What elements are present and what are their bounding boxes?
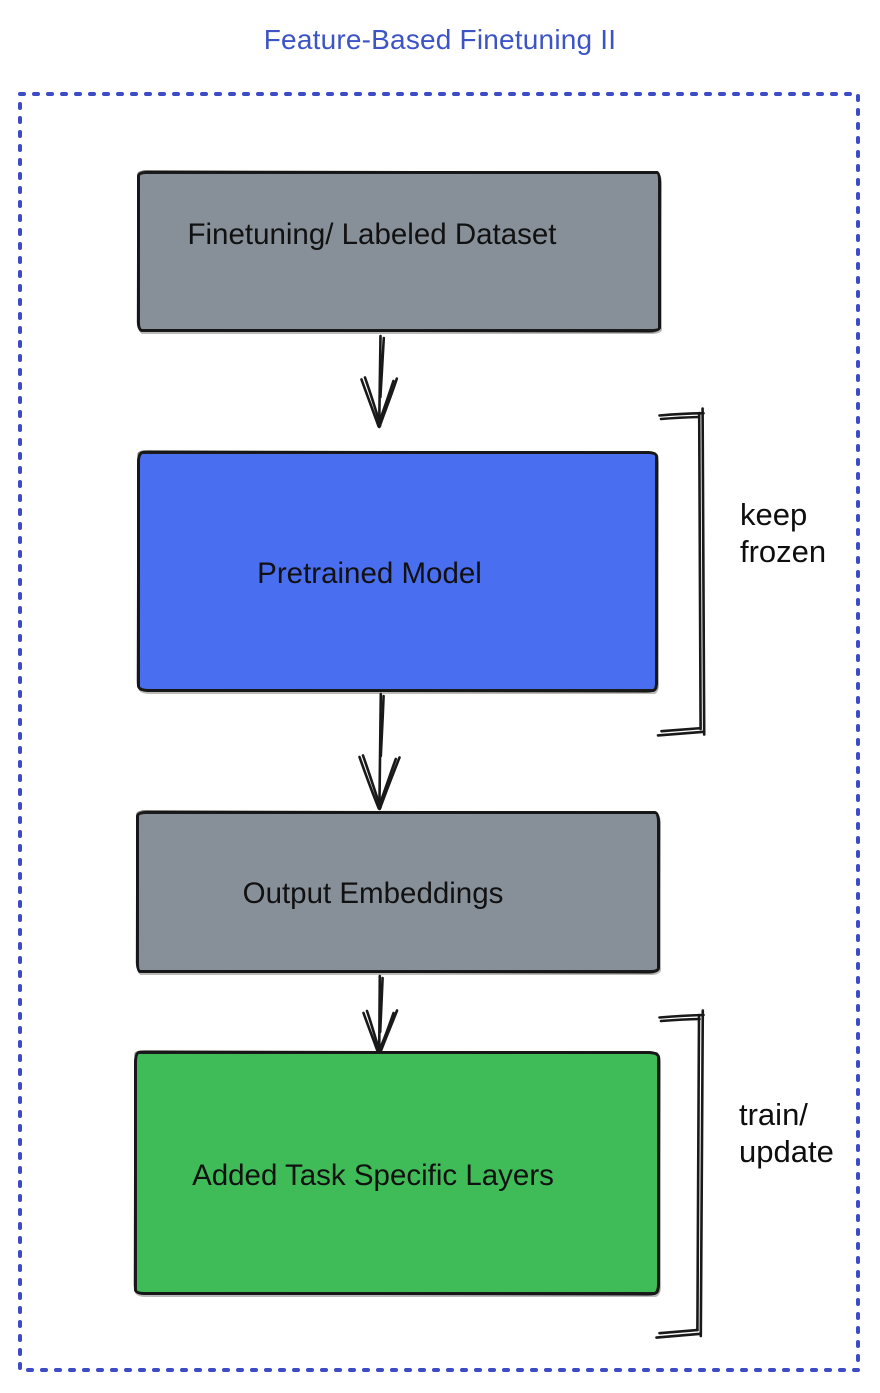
annotation-train-update: train/ update — [739, 1096, 834, 1170]
node-output-embeddings: Output Embeddings — [136, 811, 660, 973]
node-label: Output Embeddings — [242, 877, 504, 910]
down-arrow-icon — [358, 692, 401, 811]
node-label: Finetuning/ Labeled Dataset — [187, 217, 557, 251]
down-arrow-icon — [360, 334, 399, 429]
annotation-keep-frozen: keep frozen — [740, 496, 826, 570]
node-pretrained-model: Pretrained Model — [137, 451, 658, 692]
node-label: Pretrained Model — [257, 556, 482, 590]
annotation-line: frozen — [740, 534, 827, 569]
node-task-specific-layers: Added Task Specific Layers — [134, 1051, 660, 1295]
diagram-title: Feature-Based Finetuning II — [263, 24, 617, 55]
node-finetuning-dataset: Finetuning/ Labeled Dataset — [137, 171, 661, 332]
node-label: Added Task Specific Layers — [192, 1159, 554, 1192]
down-arrow-icon — [362, 974, 399, 1056]
annotation-line: update — [739, 1134, 834, 1169]
bracket-icon — [656, 407, 706, 737]
annotation-line: keep — [740, 497, 808, 532]
bracket-icon — [655, 1009, 705, 1339]
annotation-line: train/ — [739, 1097, 808, 1132]
